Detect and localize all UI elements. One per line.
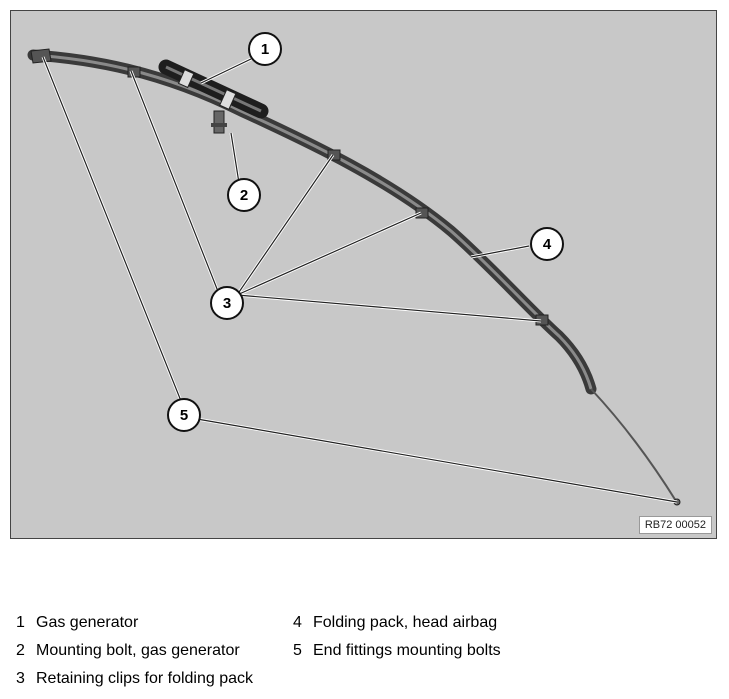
callout-label-1: 1	[261, 41, 269, 58]
callout-1: 1	[248, 32, 282, 66]
callout-2: 2	[227, 178, 261, 212]
folding-pack-shape	[27, 49, 597, 395]
legend: 1 Gas generator 2 Mounting bolt, gas gener…	[0, 600, 729, 699]
legend-number: 3	[16, 670, 25, 687]
callout-label-4: 4	[543, 236, 552, 253]
legend-number: 4	[293, 614, 302, 631]
mounting-bolt-shape	[211, 110, 227, 134]
gas-generator-shape	[158, 59, 269, 119]
end-fitting-front	[30, 48, 52, 64]
callout-3: 3	[210, 286, 244, 320]
legend-item-5: 5 End fittings mounting bolts	[293, 642, 501, 660]
callout-label-5: 5	[180, 407, 188, 424]
legend-number: 5	[293, 642, 302, 659]
legend-item-2: 2 Mounting bolt, gas generator	[16, 642, 240, 660]
legend-text: Gas generator	[36, 614, 139, 631]
legend-item-3: 3 Retaining clips for folding pack	[16, 670, 253, 688]
airbag-illustration: 1 2 3 4 5	[27, 32, 681, 506]
legend-text: Folding pack, head airbag	[313, 614, 498, 631]
callout-label-3: 3	[223, 295, 231, 312]
callout-5: 5	[167, 398, 201, 432]
retaining-clip-2	[327, 149, 341, 161]
legend-text: Mounting bolt, gas generator	[36, 642, 240, 659]
callout-label-2: 2	[240, 187, 248, 204]
legend-item-1: 1 Gas generator	[16, 614, 138, 632]
callout-4: 4	[530, 227, 564, 261]
retaining-clip-3	[415, 207, 429, 219]
folding-pack-highlight	[32, 53, 593, 390]
legend-number: 2	[16, 642, 25, 659]
legend-number: 1	[16, 614, 25, 631]
leader-lines-halo	[41, 56, 678, 504]
reference-code: RB72 00052	[638, 516, 712, 534]
diagram-figure: 1 2 3 4 5 RB72 00052	[10, 10, 717, 539]
leader-lines	[42, 56, 678, 503]
end-tether-shape	[590, 388, 677, 502]
legend-text: End fittings mounting bolts	[313, 642, 501, 659]
legend-item-4: 4 Folding pack, head airbag	[293, 614, 497, 632]
legend-text: Retaining clips for folding pack	[36, 670, 254, 687]
